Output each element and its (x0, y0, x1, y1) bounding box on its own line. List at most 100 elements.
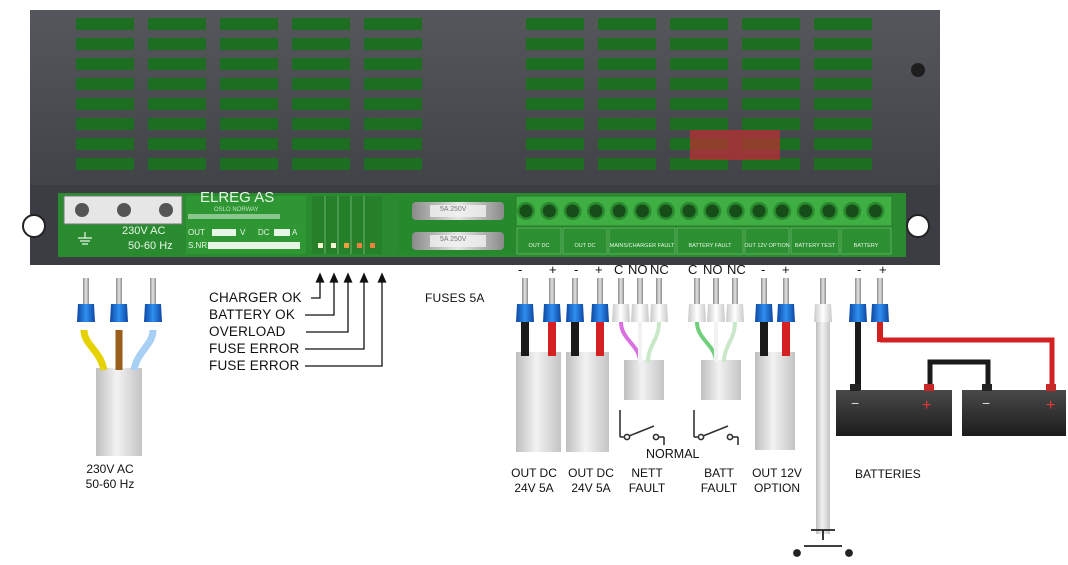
vent-slot (814, 158, 872, 170)
wire-core (548, 322, 556, 356)
ferrule-sleeve (688, 304, 706, 322)
earth-icon (78, 232, 92, 245)
wire-core (722, 321, 737, 363)
v-field-label: V (240, 228, 246, 237)
internal-component (690, 130, 780, 160)
ferrule-pin (732, 278, 738, 304)
ferrule-sleeve (707, 304, 725, 322)
vent-slot (76, 158, 134, 170)
mains-terminal (63, 195, 183, 245)
terminal-label-cell (516, 227, 562, 255)
minus-icon: − (851, 395, 859, 411)
terminal-screw-head (566, 204, 580, 218)
vent-slot (76, 118, 134, 130)
terminal-screw-head (799, 204, 813, 218)
vent-slot (292, 98, 350, 110)
vent-slot (364, 18, 422, 30)
led-pointer-line (311, 276, 321, 299)
wire-core (571, 322, 579, 356)
vent-slot (670, 38, 728, 50)
legend-fuse-error-1: FUSE ERROR (209, 341, 300, 356)
vent-slot (220, 118, 278, 130)
vent-slot (598, 78, 656, 90)
caption-out-dc-1-l1: OUT DC (511, 466, 557, 480)
caption-batt-fault-l2: FAULT (700, 481, 738, 495)
vent-slot (292, 78, 350, 90)
vent-slot (292, 38, 350, 50)
mains-cable-sheath (96, 368, 142, 456)
a-field-label: A (292, 228, 298, 237)
nett-fault-switch-icon (619, 410, 665, 445)
ferrule-pin (637, 278, 643, 304)
pol-nett-c: C (614, 262, 624, 277)
batteries-label: BATTERIES (855, 467, 921, 481)
ferrule-sleeve (77, 304, 95, 322)
ferrule-pin (656, 278, 662, 304)
vent-slot (364, 118, 422, 130)
legend-charger-ok: CHARGER OK (209, 290, 302, 305)
terminal-label-text: BATTERY (854, 243, 879, 249)
led-pointer-lines (305, 272, 387, 367)
terminal-label-cell (676, 227, 744, 255)
ferrule-pin (783, 278, 789, 304)
vent-slot (76, 78, 134, 90)
wire-core (782, 322, 790, 356)
out-current-field (274, 229, 290, 236)
vent-slot (220, 58, 278, 70)
cable-sheath (516, 352, 561, 452)
batt-fault-switch-icon (693, 410, 739, 445)
ferrule-pin (116, 278, 122, 304)
terminal-screw-head (589, 204, 603, 218)
ferrule-sleeve (814, 304, 832, 322)
caption-nett-fault-l1: NETT (631, 466, 663, 480)
neutral-wire-blue (130, 329, 157, 371)
pol-out2-minus: - (574, 262, 579, 277)
vent-slot (814, 58, 872, 70)
brand-name: ELREG AS (200, 189, 275, 206)
wire-core (646, 321, 661, 363)
pol-bat-plus: + (879, 262, 887, 277)
arrow-up-icon (315, 272, 325, 283)
vent-slot (148, 158, 206, 170)
cable-sheath (755, 352, 795, 450)
vent-slot (292, 158, 350, 170)
caption-out-dc-2-l2: 24V 5A (571, 481, 611, 495)
vent-slot (76, 98, 134, 110)
vent-slot (148, 38, 206, 50)
vent-slot (364, 58, 422, 70)
vent-slot (670, 58, 728, 70)
vent-slot (598, 38, 656, 50)
wiring (77, 278, 889, 534)
terminal-label-cell (840, 227, 892, 255)
fuse-1-print: 5A 250V (440, 206, 467, 213)
vent-slot (148, 78, 206, 90)
terminal-screw-head (659, 204, 673, 218)
vent-slot (670, 118, 728, 130)
pol-out1-minus: - (518, 262, 523, 277)
terminal-label-text: BATTERY TEST (795, 243, 836, 249)
pol-out2-plus: + (595, 262, 603, 277)
ferrule-pin (877, 278, 883, 304)
legend-battery-ok: BATTERY OK (209, 307, 296, 322)
led-overload (344, 243, 349, 248)
fuse-2-print: 5A 250V (440, 236, 467, 243)
cable-sheath (566, 352, 609, 452)
terminal-label-text: BATTERY FAULT (689, 243, 733, 249)
vent-slot (742, 158, 800, 170)
battery-positive-lead (880, 337, 1055, 392)
screw-icon (75, 203, 89, 217)
vent-slot (814, 138, 872, 150)
terminal-screw-head (752, 204, 766, 218)
legend-overload: OVERLOAD (209, 324, 286, 339)
terminal-label-text: OUT 12V OPTION (744, 243, 789, 249)
ferrule-pin (83, 278, 89, 304)
vent-slot (220, 18, 278, 30)
vent-slot (526, 158, 584, 170)
arrow-up-icon (359, 272, 369, 283)
vent-slot (814, 78, 872, 90)
terminal-screw-head (775, 204, 789, 218)
ferrule-pin (618, 278, 624, 304)
vent-slot (814, 38, 872, 50)
led-pointer-line (305, 276, 335, 316)
